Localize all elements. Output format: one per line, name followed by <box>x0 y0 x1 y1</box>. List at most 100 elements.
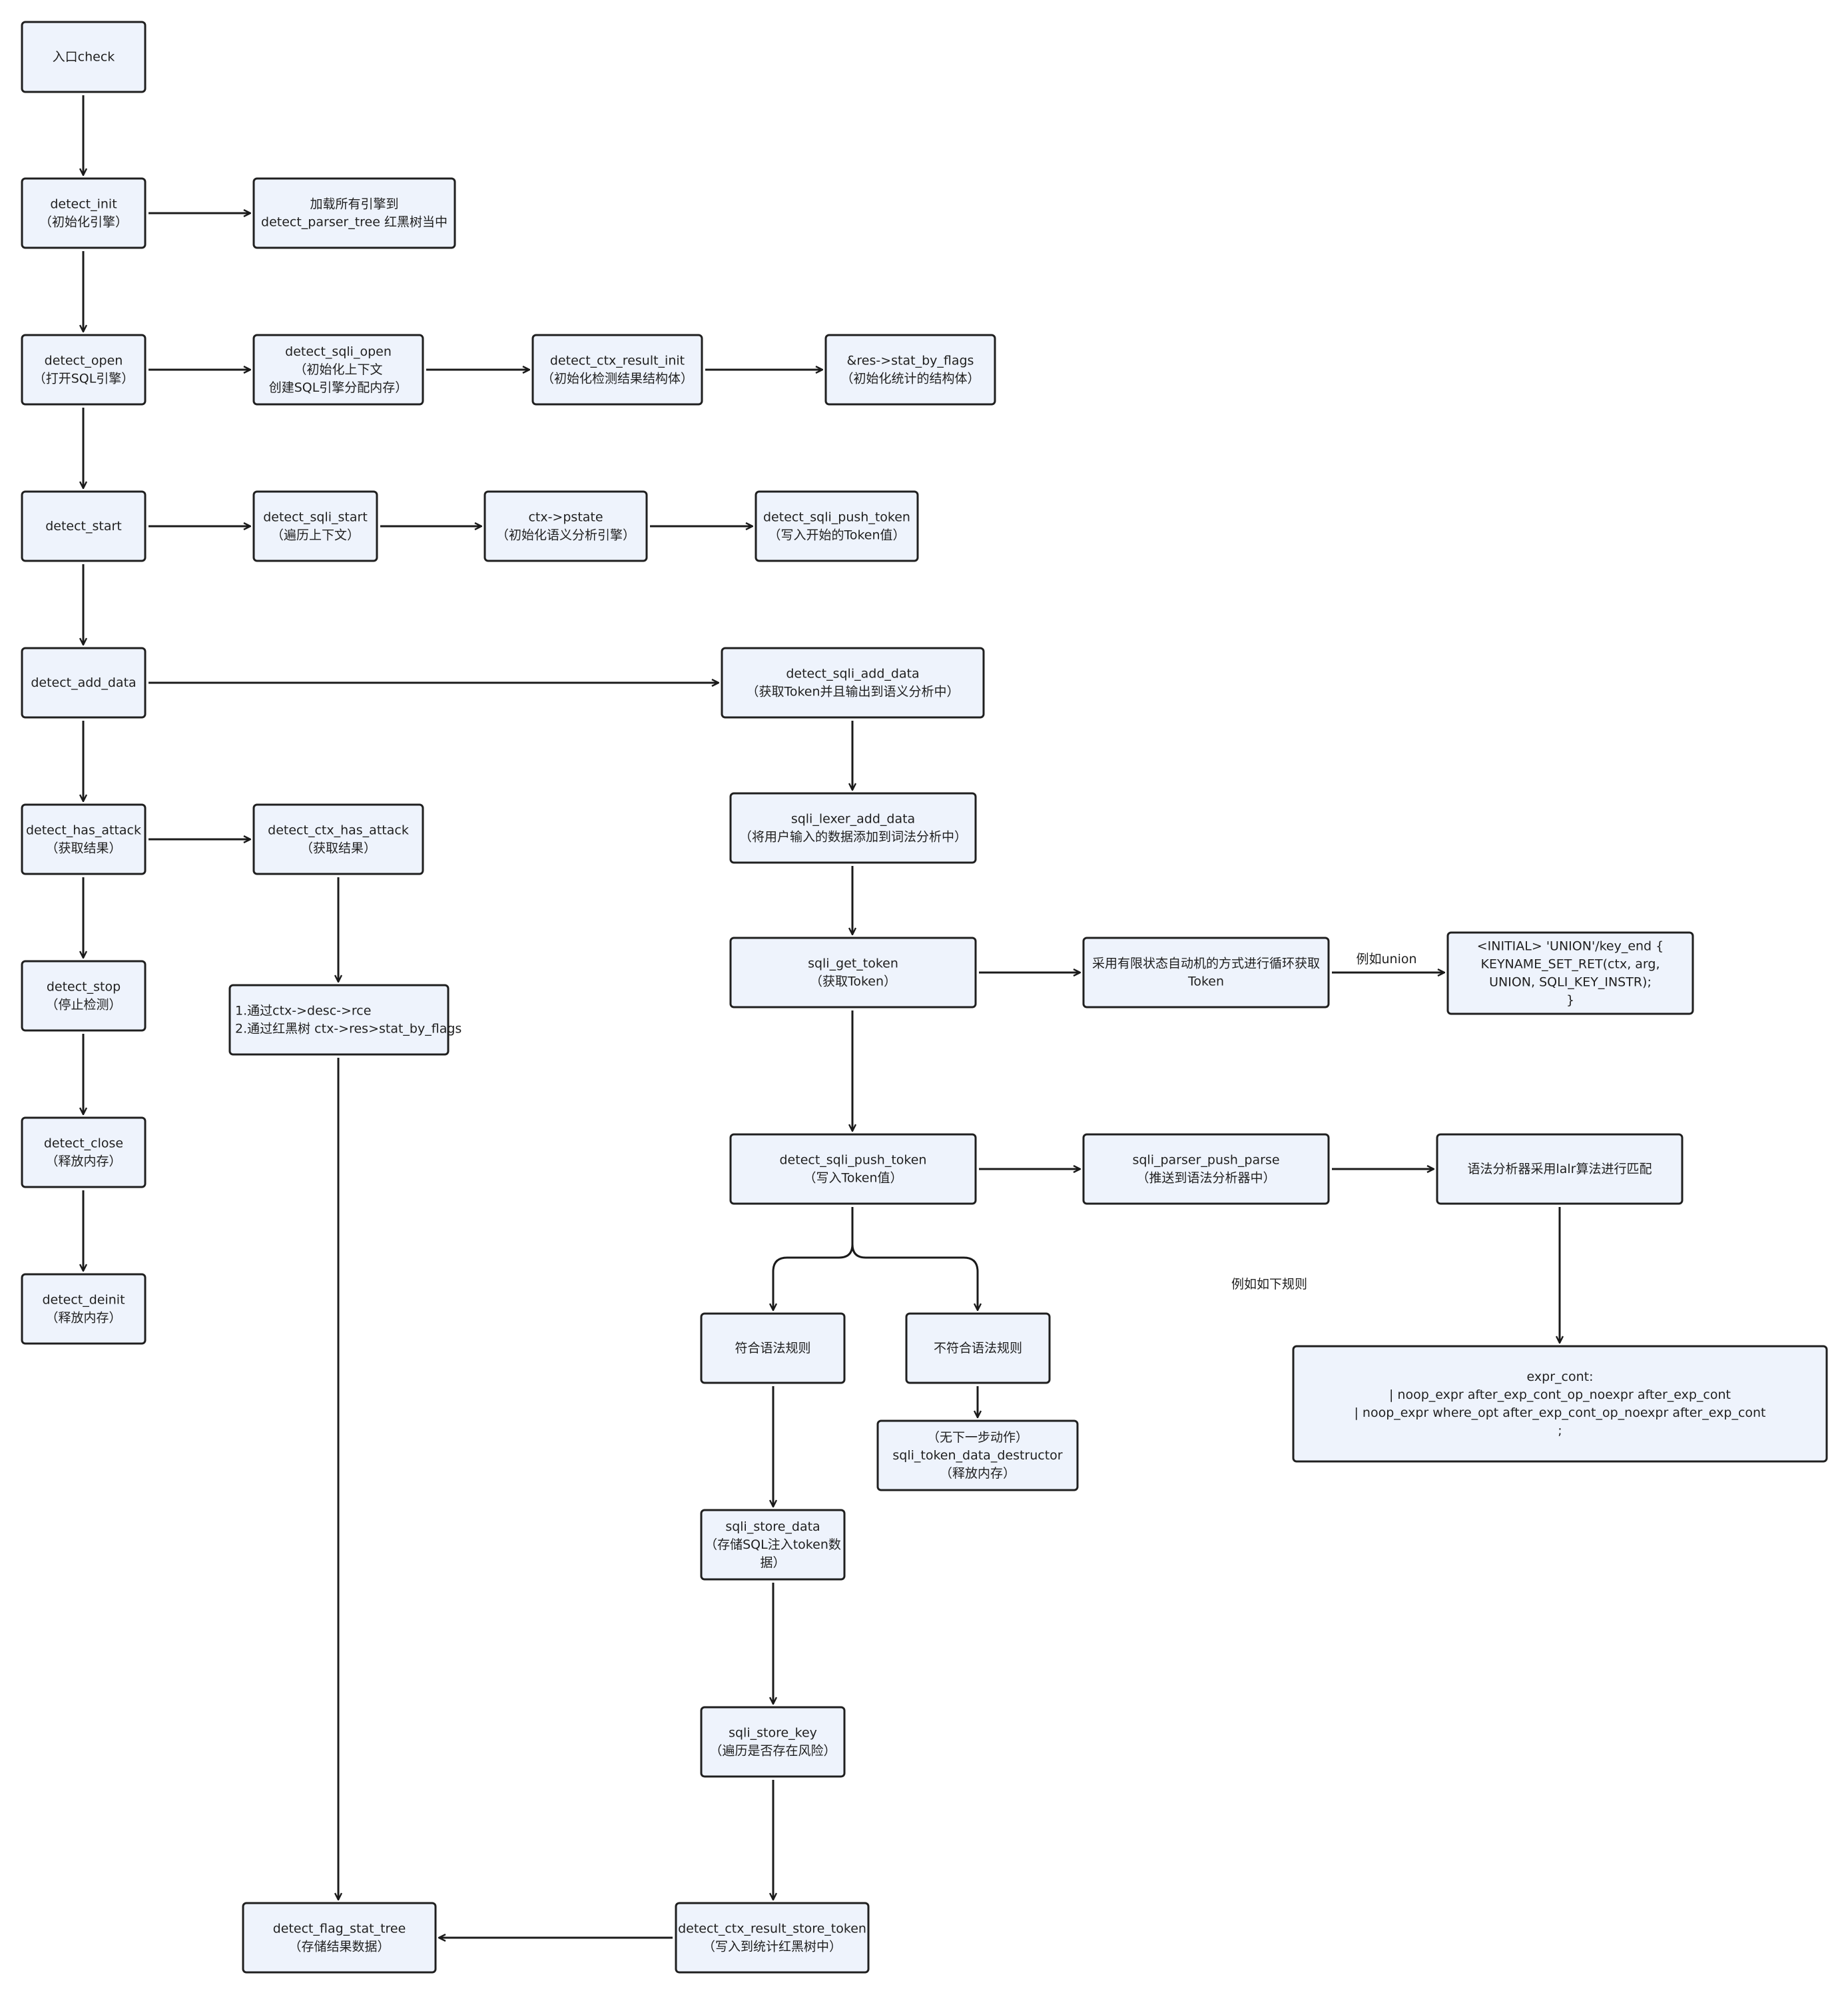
node-text-line: sqli_token_data_destructor <box>892 1448 1062 1463</box>
node-expr: expr_cont:| noop_expr after_exp_cont_op_… <box>1292 1345 1828 1463</box>
node-box <box>252 490 378 562</box>
node-box <box>21 647 147 719</box>
node-text-line: detect_deinit <box>42 1293 125 1308</box>
node-text-line: （存储SQL注入token数 <box>705 1537 841 1552</box>
node-box <box>252 803 424 875</box>
node-text-line: （初始化统计的结构体） <box>840 372 980 386</box>
node-box <box>21 490 147 562</box>
node-text-line: （获取Token） <box>810 975 896 989</box>
node-box <box>483 490 648 562</box>
node-entry: 入口check <box>21 21 147 93</box>
node-flag_tree: detect_flag_stat_tree （存储结果数据） <box>242 1902 437 1974</box>
node-box <box>242 1902 437 1974</box>
edge-push_token-to-match <box>773 1207 854 1310</box>
node-box <box>700 1509 846 1581</box>
node-lalr: 语法分析器采用lalr算法进行匹配 <box>1436 1133 1684 1205</box>
node-text-line: detect_close <box>44 1136 123 1151</box>
node-text-line: KEYNAME_SET_RET(ctx, arg, <box>1480 957 1660 972</box>
node-store_key: sqli_store_key （遍历是否存在风险） <box>700 1706 846 1778</box>
node-text-line: （释放内存） <box>940 1466 1016 1481</box>
node-text-line: | noop_expr where_opt after_exp_cont_op_… <box>1354 1405 1765 1420</box>
node-box <box>21 803 147 875</box>
node-open: detect_open（打开SQL引擎） <box>21 334 147 406</box>
node-text-line: 1.通过ctx->desc->rce <box>235 1004 371 1018</box>
node-pstate: ctx->pstate（初始化语义分析引擎） <box>483 490 648 562</box>
node-text-line: detect_sqli_open <box>285 344 392 359</box>
node-text-line: （将用户输入的数据添加到词法分析中） <box>739 830 967 845</box>
node-union_rule: <INITIAL> 'UNION'/key_end { KEYNAME_SET_R… <box>1446 931 1694 1015</box>
node-push_token: detect_sqli_push_token（写入Token值） <box>729 1133 977 1205</box>
node-box <box>21 1273 147 1345</box>
node-box <box>1292 1345 1828 1463</box>
node-text-line: detect_flag_stat_tree <box>273 1922 406 1936</box>
node-nomatch: 不符合语法规则 <box>905 1312 1051 1384</box>
node-destructor: （无下一步动作）sqli_token_data_destructor（释放内存） <box>876 1419 1079 1491</box>
node-text-line: detect_sqli_push_token <box>780 1153 927 1168</box>
node-text-line: （释放内存） <box>45 1311 121 1326</box>
node-text-line: detect_add_data <box>31 675 136 690</box>
node-text-line: 语法分析器采用lalr算法进行匹配 <box>1467 1162 1652 1176</box>
node-text-line: （打开SQL引擎） <box>33 372 135 386</box>
edge-layer <box>83 95 1560 1938</box>
edge-push_token-to-nomatch <box>851 1207 978 1310</box>
node-text-line: （获取结果） <box>45 841 121 856</box>
node-text-line: &res->stat_by_flags <box>847 354 974 368</box>
node-text-line: （存储结果数据） <box>288 1940 390 1954</box>
node-ctx_result_init: detect_ctx_result_init（初始化检测结果结构体） <box>531 334 703 406</box>
node-box <box>905 1312 1051 1384</box>
node-text-line: 2.通过红黑树 ctx->res>stat_by_flags <box>235 1022 462 1036</box>
node-layer: 入口check detect_init（初始化引擎） 加载所有引擎到detect_p… <box>21 21 1828 1974</box>
node-ctx_has_attack: detect_ctx_has_attack （获取结果） <box>252 803 424 875</box>
node-add_data: detect_add_data <box>21 647 147 719</box>
node-box <box>700 1312 846 1384</box>
node-text-line: detect_ctx_result_init <box>550 354 685 368</box>
node-text-line: } <box>1566 993 1574 1008</box>
node-text-line: detect_init <box>50 197 117 212</box>
node-text-line: detect_start <box>45 519 122 534</box>
node-box <box>700 1706 846 1778</box>
node-text-line: （写入开始的Token值） <box>768 528 905 543</box>
node-text-line: sqli_lexer_add_data <box>791 812 915 827</box>
node-box <box>1446 931 1694 1015</box>
node-text-line: （遍历上下文） <box>271 528 360 543</box>
node-text-line: （推送到语法分析器中） <box>1136 1171 1275 1186</box>
node-text-line: （获取Token并且输出到语义分析中） <box>746 685 959 699</box>
node-text-line: （获取结果） <box>300 841 376 856</box>
node-text-line: detect_ctx_has_attack <box>268 823 409 838</box>
node-lexer_add: sqli_lexer_add_data （将用户输入的数据添加到词法分析中） <box>729 792 977 864</box>
node-text-line: sqli_store_key <box>729 1726 817 1741</box>
node-text-line: sqli_store_data <box>725 1519 820 1534</box>
node-box <box>729 1133 977 1205</box>
node-text-line: detect_has_attack <box>26 823 141 838</box>
node-deinit: detect_deinit （释放内存） <box>21 1273 147 1345</box>
node-text-line: detect_sqli_push_token <box>763 510 910 525</box>
node-close: detect_close（释放内存） <box>21 1116 147 1188</box>
node-text-line: detect_sqli_start <box>263 510 368 525</box>
node-text-line: ; <box>1558 1423 1562 1438</box>
node-text-line: sqli_parser_push_parse <box>1132 1153 1279 1168</box>
node-text-line: detect_sqli_add_data <box>786 667 919 681</box>
node-box <box>252 334 424 406</box>
node-text-line: <INITIAL> 'UNION'/key_end { <box>1477 939 1664 954</box>
node-init: detect_init（初始化引擎） <box>21 177 147 249</box>
node-text-line: UNION, SQLI_KEY_INSTR); <box>1489 975 1652 990</box>
node-text-line: 符合语法规则 <box>735 1341 810 1356</box>
node-box <box>721 647 985 719</box>
node-text-line: 创建SQL引擎分配内存） <box>269 380 408 395</box>
node-box <box>252 177 456 249</box>
node-sqli_start: detect_sqli_start （遍历上下文） <box>252 490 378 562</box>
node-stop: detect_stop（停止检测） <box>21 960 147 1032</box>
node-box <box>21 960 147 1032</box>
node-text-line: detect_ctx_result_store_token <box>678 1922 866 1936</box>
node-sqli_add_data: detect_sqli_add_data （获取Token并且输出到语义分析中） <box>721 647 985 719</box>
node-text-line: 入口check <box>53 50 115 65</box>
node-text-line: （遍历是否存在风险） <box>709 1744 836 1759</box>
node-box <box>824 334 996 406</box>
node-text-line: expr_cont: <box>1527 1370 1594 1384</box>
node-box <box>876 1419 1079 1491</box>
